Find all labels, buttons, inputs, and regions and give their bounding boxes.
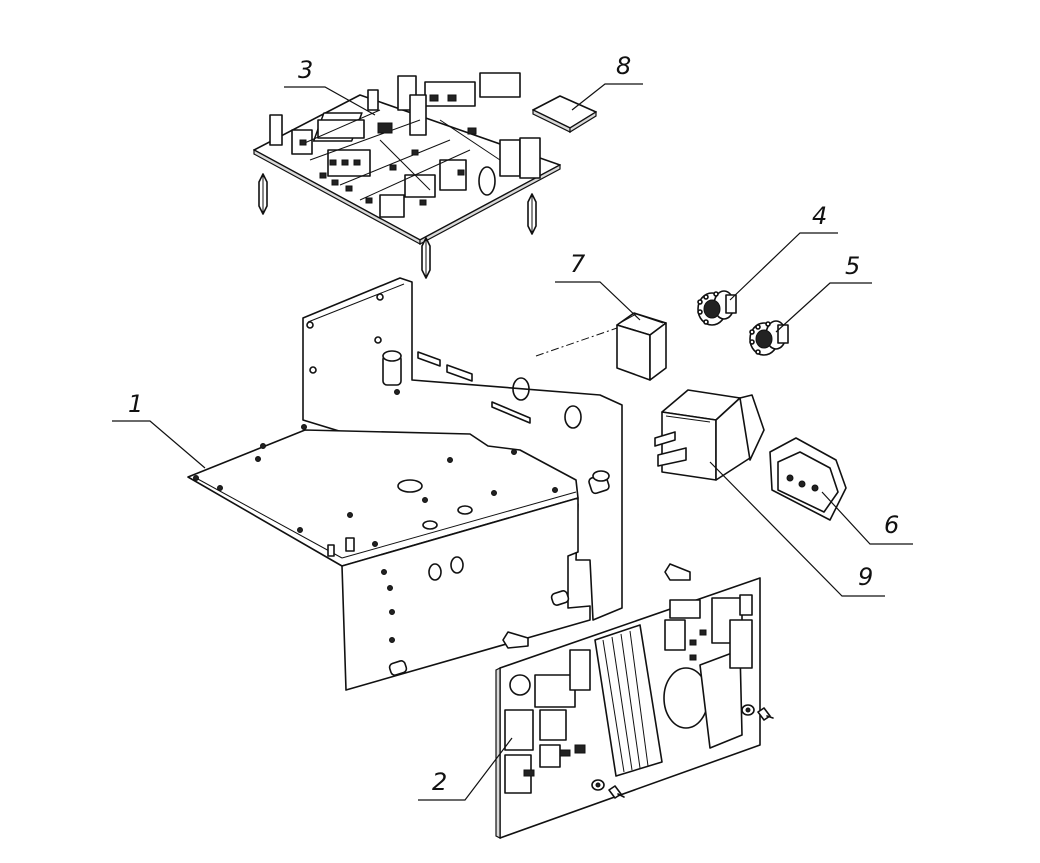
callout-6-label: 6 <box>884 511 899 539</box>
callout-5-label: 5 <box>845 252 860 280</box>
power-filter-part <box>654 389 765 481</box>
callout-7-label: 7 <box>570 250 586 278</box>
pcb-standoffs <box>258 173 537 279</box>
callout-leaders <box>112 83 913 801</box>
callout-8-label: 8 <box>616 52 631 80</box>
callout-4-label: 4 <box>812 202 827 230</box>
control-pcb-part <box>253 72 561 246</box>
connector-4-part <box>697 290 737 326</box>
power-pcb-part <box>495 563 774 839</box>
callout-labels: 1 2 3 4 5 6 7 8 9 <box>128 52 899 796</box>
callout-2-label: 2 <box>432 768 447 796</box>
callout-9-label: 9 <box>858 563 873 591</box>
chassis-part <box>187 277 623 691</box>
chip-part <box>532 95 597 134</box>
callout-3-label: 3 <box>298 56 313 84</box>
callout-1-label: 1 <box>128 390 143 418</box>
cover-box-part <box>535 312 667 381</box>
socket-part <box>769 437 847 521</box>
